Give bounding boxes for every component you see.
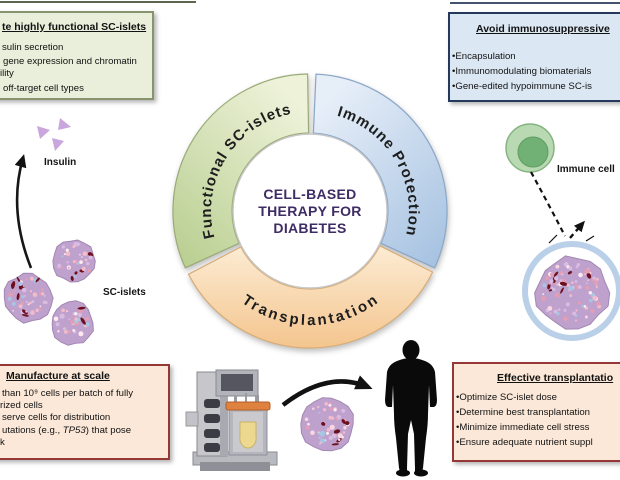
- sc-islets-label: SC-islets: [103, 287, 146, 298]
- manufacture-line4-gene: TP53: [62, 425, 86, 436]
- ring-center-title: CELL-BASED THERAPY FOR DIABETES: [230, 186, 390, 237]
- transplant-box-line: •Ensure adequate nutrient suppl: [456, 437, 593, 448]
- transplant-box: [452, 362, 620, 462]
- insulin-triangles-icon: [37, 118, 71, 151]
- insulin-label: Insulin: [44, 157, 77, 168]
- functional-box-line: sulin secretion: [2, 42, 64, 53]
- sc-islet-icon: [51, 300, 94, 346]
- manufacture-box-line: than 10⁹ cells per batch of fully: [2, 388, 134, 399]
- functional-box-line: ility: [0, 68, 14, 79]
- encapsulated-islet-core: [534, 255, 611, 330]
- sc-islet-icon: [52, 239, 96, 283]
- center-title-line2: THERAPY FOR: [258, 203, 362, 219]
- functional-box-line: gene expression and chromatin: [3, 56, 137, 67]
- manufacture-box-line: serve cells for distribution: [2, 412, 111, 423]
- transplant-box-line: •Determine best transplantation: [456, 407, 591, 418]
- bioreactor-icon: [185, 369, 278, 471]
- center-title-line3: DIABETES: [273, 220, 347, 236]
- immune-box-line: •Gene-edited hypoimmune SC-is: [452, 81, 592, 92]
- ring-segment-transplantation: [187, 244, 434, 349]
- sc-islet-icon: [3, 272, 54, 324]
- therapy-ring: Functional SC-islets Immune Protection T…: [172, 73, 448, 349]
- transplanted-islet-icon: [300, 397, 354, 452]
- immune-cell-icon: [505, 123, 555, 173]
- ring-center-disc: [232, 133, 388, 289]
- transplant-box-title: Effective transplantatio: [497, 372, 614, 384]
- transplant-box-line: •Optimize SC-islet dose: [456, 392, 557, 403]
- human-silhouette-icon: [385, 340, 437, 477]
- cropped-box-edge-left: [0, 1, 196, 3]
- manufacture-line4-post: ) that pose: [85, 425, 132, 436]
- secretion-arrow: [14, 154, 33, 269]
- center-title-line1: CELL-BASED: [263, 186, 357, 202]
- immune-protection-box: [448, 12, 620, 102]
- functional-islets-box: [0, 11, 154, 100]
- manufacture-box-line: k: [0, 437, 5, 448]
- cropped-box-edge-right: [450, 2, 620, 4]
- manufacture-box-title: Manufacture at scale: [6, 370, 110, 382]
- functional-box-line: off-target cell types: [3, 83, 84, 94]
- immune-box-line: •Encapsulation: [452, 51, 516, 62]
- transplant-box-line: •Minimize immediate cell stress: [456, 422, 590, 433]
- manufacture-box-line: utations (e.g., TP53) that pose: [2, 425, 131, 436]
- transplant-arrow: [281, 375, 373, 407]
- ring-segment-immune: [312, 73, 448, 269]
- functional-box-title: te highly functional SC-islets: [2, 21, 147, 33]
- immune-cell-label: Immune cell: [557, 164, 615, 175]
- manufacture-box: [0, 364, 170, 460]
- immune-box-line: •Immunomodulating biomaterials: [452, 66, 592, 77]
- manufacture-line4-pre: utations (e.g.,: [2, 425, 63, 436]
- manufacture-box-line: rized cells: [0, 400, 43, 411]
- immune-attack-arrow: [530, 171, 595, 244]
- immune-box-title: Avoid immunosuppressive: [476, 23, 610, 35]
- ring-segment-functional: [172, 73, 310, 269]
